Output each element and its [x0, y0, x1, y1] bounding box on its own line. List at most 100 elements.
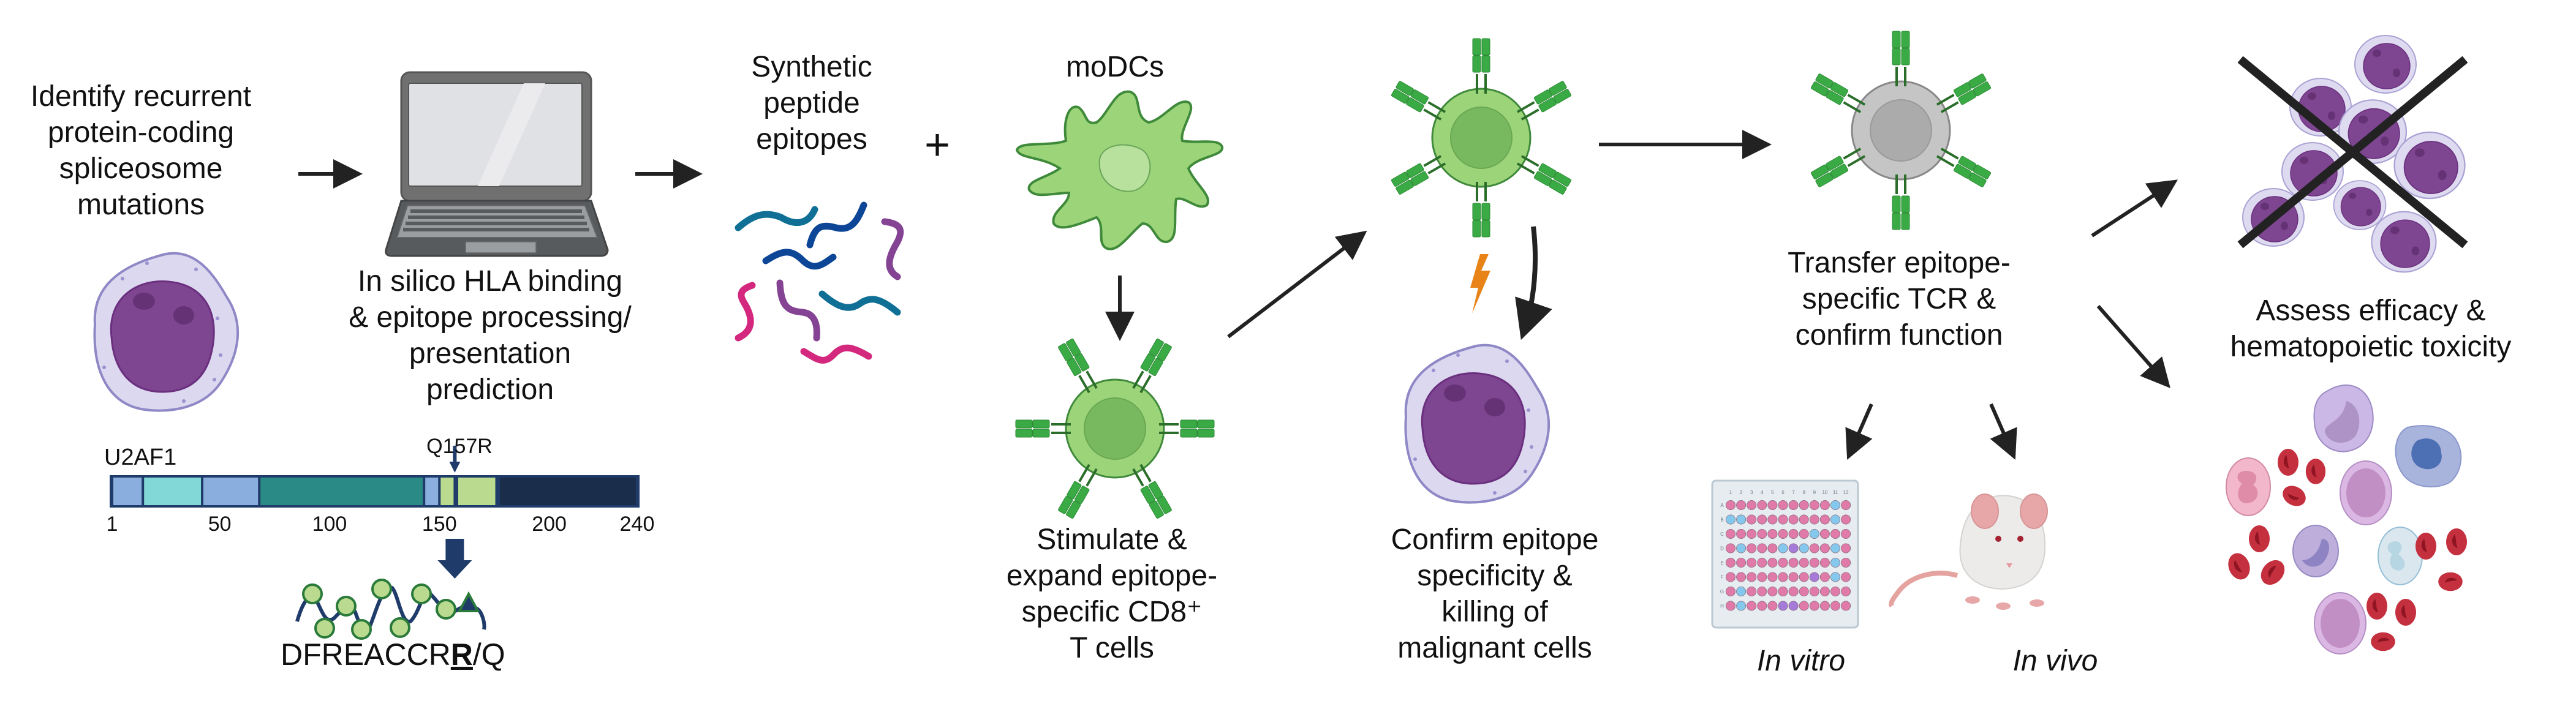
expanded-t-cell-icon — [1389, 37, 1573, 238]
plate-well — [1819, 572, 1830, 582]
plate-well — [1725, 514, 1736, 525]
axis-tick-label: 240 — [619, 512, 655, 536]
axis-tick-label: 200 — [532, 512, 567, 536]
flow-arrows — [298, 130, 2178, 460]
plate-well — [1747, 543, 1757, 553]
plate-row-label: A — [1720, 503, 1724, 508]
label-line: specific CD8⁺ — [1021, 596, 1203, 628]
plate-well — [1757, 572, 1767, 582]
label-line: Transfer epitope- — [1788, 247, 2011, 279]
plate-well — [1830, 558, 1840, 568]
label-line: prediction — [426, 373, 554, 406]
plate-well — [1767, 543, 1778, 553]
label-line: Assess efficacy & — [2256, 294, 2486, 327]
plate-well — [1819, 601, 1830, 611]
plate-well — [1841, 587, 1851, 597]
plate-well — [1809, 500, 1819, 511]
mutant-residue: R — [450, 637, 473, 672]
plate-well — [1809, 558, 1819, 568]
plate-well — [1747, 514, 1757, 525]
protein-domain-1 — [113, 478, 142, 505]
label-line: Identify recurrent — [30, 80, 252, 113]
plate-column-label: 8 — [1802, 490, 1805, 495]
plate-well — [1841, 601, 1851, 611]
plate-well — [1819, 500, 1830, 511]
plate-well — [1736, 572, 1747, 582]
in-vivo-label: In vivo — [2012, 645, 2098, 677]
plate-well — [1809, 587, 1819, 597]
modc-icon — [1015, 90, 1223, 250]
tcr-transduced-t-cell-icon — [1809, 30, 1993, 231]
axis-tick-label: 1 — [106, 512, 118, 536]
plate-well — [1778, 514, 1788, 525]
plate-column-label: 11 — [1833, 490, 1838, 495]
hematopoietic-cells-icon — [2224, 385, 2467, 655]
plate-well — [1799, 601, 1809, 611]
plate-well — [1819, 514, 1830, 525]
label-line: hematopoietic toxicity — [2230, 331, 2512, 363]
plate-well — [1788, 558, 1799, 568]
synthetic-peptides-icon — [735, 201, 904, 364]
plate-well — [1778, 572, 1788, 582]
plate-well — [1778, 500, 1788, 511]
label-line: confirm function — [1795, 319, 2003, 351]
step-modcs-label: moDCs — [1035, 49, 1195, 85]
protein-domain-8 — [500, 478, 636, 505]
plate-column-label: 1 — [1729, 490, 1732, 495]
plate-well — [1757, 500, 1767, 511]
plate-well — [1788, 529, 1799, 539]
plate-well — [1799, 500, 1809, 511]
plate-well — [1830, 601, 1840, 611]
plate-well — [1778, 558, 1788, 568]
plate-well — [1736, 514, 1747, 525]
peptide-sequence: DFREACCRR/Q — [281, 637, 505, 672]
plate-well — [1725, 529, 1736, 539]
plate-row-label: D — [1720, 546, 1724, 552]
protein-domain-7 — [458, 478, 496, 505]
label-line: Synthetic — [751, 51, 872, 83]
plate-well — [1819, 558, 1830, 568]
plate-well — [1830, 500, 1840, 511]
step-confirm-label: Confirm epitope specificity & killing of… — [1342, 522, 1648, 666]
plate-well — [1747, 529, 1757, 539]
plate-well — [1788, 514, 1799, 525]
plate-well — [1725, 572, 1736, 582]
plate-well — [1778, 543, 1788, 553]
in-vitro-label: In vitro — [1756, 645, 1846, 677]
protein-domain-4 — [260, 478, 423, 505]
plate-well — [1767, 572, 1778, 582]
plate-well — [1725, 601, 1736, 611]
plate-well — [1767, 529, 1778, 539]
plate-column-label: 12 — [1843, 490, 1849, 495]
plate-well — [1788, 601, 1799, 611]
arrow-to-efficacy — [2091, 179, 2178, 238]
plate-column-label: 4 — [1761, 490, 1764, 495]
plate-well — [1830, 529, 1840, 539]
plate-well — [1841, 572, 1851, 582]
plate-well — [1809, 601, 1819, 611]
plate-well — [1809, 514, 1819, 525]
plate-well — [1767, 558, 1778, 568]
plate-well — [1841, 558, 1851, 568]
label-line: In silico HLA binding — [357, 265, 623, 298]
plate-well — [1767, 500, 1778, 511]
mutation-label: Q157R — [426, 435, 493, 458]
plate-column-label: 5 — [1771, 490, 1774, 495]
plate-well — [1799, 514, 1809, 525]
plate-well — [1799, 558, 1809, 568]
plate-well — [1788, 543, 1799, 553]
plate-well — [1736, 601, 1747, 611]
plate-column-label: 2 — [1740, 490, 1743, 495]
plate-row-label: H — [1720, 604, 1724, 609]
step-stimulate-label: Stimulate & expand epitope- specific CD8… — [980, 522, 1244, 666]
plate-well — [1725, 500, 1736, 511]
plate-well — [1778, 529, 1788, 539]
plate-well — [1747, 601, 1757, 611]
protein-domain-5 — [425, 478, 439, 505]
peptide-suffix: /Q — [472, 637, 505, 672]
plate-column-label: 9 — [1813, 490, 1816, 495]
label-line: & epitope processing/ — [349, 301, 632, 334]
arrow-to-in-vivo — [1989, 403, 2017, 460]
